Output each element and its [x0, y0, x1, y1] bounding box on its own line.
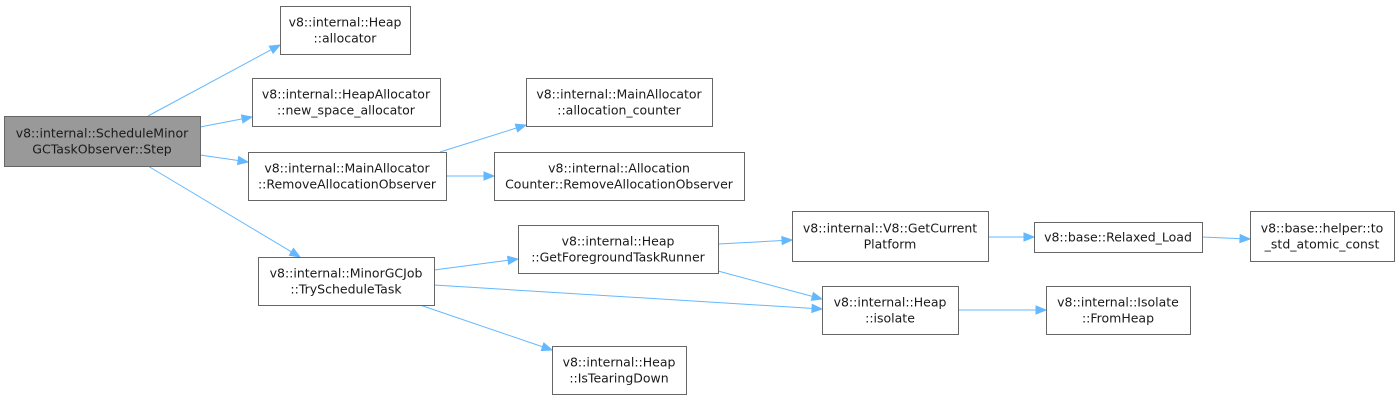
edge-try_schedule_task-to-heap_isolate — [433, 284, 824, 314]
node-label-line: ::FromHeap — [1082, 311, 1154, 326]
edge-arrowhead — [514, 123, 528, 133]
node-label-line: GCTaskObserver::Step — [32, 142, 171, 157]
edge-arrowhead — [268, 44, 282, 55]
edge-get_current_platform-to-relaxed_load — [988, 232, 1036, 242]
edge-try_schedule_task-to-is_tearing_down — [419, 304, 554, 352]
edge-arrowhead — [1023, 232, 1036, 242]
edge-get_foreground_task_runner-to-heap_isolate — [717, 270, 824, 301]
node-label-line: v8::internal::HeapAllocator — [262, 87, 431, 102]
edge-try_schedule_task-to-get_foreground_task_runner — [433, 255, 520, 271]
edge-line — [1201, 236, 1241, 240]
node-label-line: Counter::RemoveAllocationObserver — [505, 177, 734, 192]
edge-line — [433, 259, 509, 271]
node-label-line: v8::internal::Isolate — [1057, 295, 1179, 310]
edge-arrowhead — [540, 342, 554, 352]
node-box[interactable] — [526, 78, 713, 127]
node-heap_allocator[interactable]: v8::internal::Heap::allocator — [280, 6, 411, 55]
edge-root-to-new_space_allocator — [199, 114, 254, 128]
node-label-line: ::TryScheduleTask — [290, 282, 402, 297]
edge-remove_alloc_observer-to-counter_remove_observer — [446, 171, 496, 181]
node-box[interactable] — [280, 6, 411, 55]
node-label-line: v8::internal::Heap — [562, 234, 675, 249]
node-label-line: v8::internal::MinorGCJob — [270, 266, 423, 281]
node-label-line: ::allocator — [314, 31, 378, 46]
node-label-line: ::new_space_allocator — [277, 103, 416, 118]
node-counter_remove_observer[interactable]: v8::internal::AllocationCounter::RemoveA… — [494, 152, 745, 201]
graph-edges — [147, 44, 1252, 352]
node-box[interactable] — [1046, 286, 1191, 335]
node-relaxed_load[interactable]: v8::base::Relaxed_Load — [1034, 222, 1203, 253]
node-label-line: v8::internal::ScheduleMinor — [16, 126, 189, 141]
edge-root-to-heap_allocator — [147, 44, 282, 117]
edge-arrowhead — [236, 155, 250, 166]
node-label-line: v8::internal::MainAllocator — [536, 87, 702, 102]
edge-line — [147, 165, 292, 253]
node-label-line: ::isolate — [865, 311, 915, 326]
node-isolate_from_heap[interactable]: v8::internal::Isolate::FromHeap — [1046, 286, 1191, 335]
edge-arrowhead — [810, 291, 824, 301]
node-label-line: v8::internal::V8::GetCurrent — [803, 221, 977, 236]
node-label-line: v8::internal::Allocation — [548, 161, 690, 176]
node-box[interactable] — [1250, 211, 1395, 262]
node-box[interactable] — [822, 286, 959, 335]
node-label-line: ::IsTearingDown — [569, 371, 668, 386]
node-new_space_allocator[interactable]: v8::internal::HeapAllocator::new_space_a… — [252, 78, 441, 127]
node-remove_alloc_observer[interactable]: v8::internal::MainAllocator::RemoveAlloc… — [248, 152, 447, 201]
edge-get_foreground_task_runner-to-get_current_platform — [717, 235, 794, 246]
node-label-line: Platform — [864, 237, 917, 252]
edge-line — [433, 284, 813, 309]
node-label-line: v8::internal::Heap — [289, 15, 402, 30]
edge-line — [199, 154, 239, 162]
edge-arrowhead — [811, 303, 824, 314]
node-label-line: _std_atomic_const — [1264, 237, 1380, 252]
node-to_std_atomic_const[interactable]: v8::base::helper::to_std_atomic_const — [1250, 211, 1395, 262]
edge-arrowhead — [483, 171, 496, 181]
node-try_schedule_task[interactable]: v8::internal::MinorGCJob::TryScheduleTas… — [258, 257, 435, 306]
node-label-line: v8::internal::MainAllocator — [264, 161, 430, 176]
node-label-line: ::RemoveAllocationObserver — [258, 177, 437, 192]
node-label-line: v8::internal::Heap — [834, 295, 947, 310]
node-allocation_counter[interactable]: v8::internal::MainAllocator::allocation_… — [526, 78, 713, 127]
edge-arrowhead — [1035, 305, 1048, 315]
node-box[interactable] — [1034, 222, 1203, 253]
node-is_tearing_down[interactable]: v8::internal::Heap::IsTearingDown — [552, 346, 687, 395]
node-get_foreground_task_runner[interactable]: v8::internal::Heap::GetForegroundTaskRun… — [518, 225, 719, 274]
edge-line — [419, 304, 543, 348]
node-root[interactable]: v8::internal::ScheduleMinorGCTaskObserve… — [4, 116, 201, 167]
node-label-line: v8::internal::Heap — [563, 355, 676, 370]
edge-line — [147, 49, 272, 117]
node-box[interactable] — [792, 211, 989, 262]
node-box[interactable] — [494, 152, 745, 201]
edge-root-to-try_schedule_task — [147, 165, 302, 258]
edge-arrowhead — [240, 114, 254, 124]
edge-line — [717, 270, 813, 297]
edge-line — [199, 118, 243, 128]
node-heap_isolate[interactable]: v8::internal::Heap::isolate — [822, 286, 959, 335]
graph-nodes: v8::internal::ScheduleMinorGCTaskObserve… — [4, 6, 1395, 395]
node-box[interactable] — [252, 78, 441, 127]
node-label-line: v8::base::helper::to — [1261, 221, 1384, 236]
node-label-line: ::GetForegroundTaskRunner — [531, 250, 705, 265]
edge-arrowhead — [288, 247, 302, 258]
node-label-line: v8::base::Relaxed_Load — [1044, 230, 1192, 245]
edge-root-to-remove_alloc_observer — [199, 154, 250, 166]
node-box[interactable] — [258, 257, 435, 306]
edge-heap_isolate-to-isolate_from_heap — [958, 305, 1048, 315]
node-box[interactable] — [4, 116, 201, 167]
edge-arrowhead — [781, 235, 794, 246]
node-box[interactable] — [248, 152, 447, 201]
node-box[interactable] — [552, 346, 687, 395]
node-label-line: ::allocation_counter — [557, 103, 681, 118]
edge-relaxed_load-to-to_std_atomic_const — [1201, 233, 1252, 244]
edge-remove_alloc_observer-to-allocation_counter — [439, 123, 528, 153]
node-box[interactable] — [518, 225, 719, 274]
edge-line — [717, 240, 783, 245]
edge-arrowhead — [506, 255, 520, 266]
edge-arrowhead — [1239, 233, 1252, 244]
edge-line — [439, 127, 517, 153]
